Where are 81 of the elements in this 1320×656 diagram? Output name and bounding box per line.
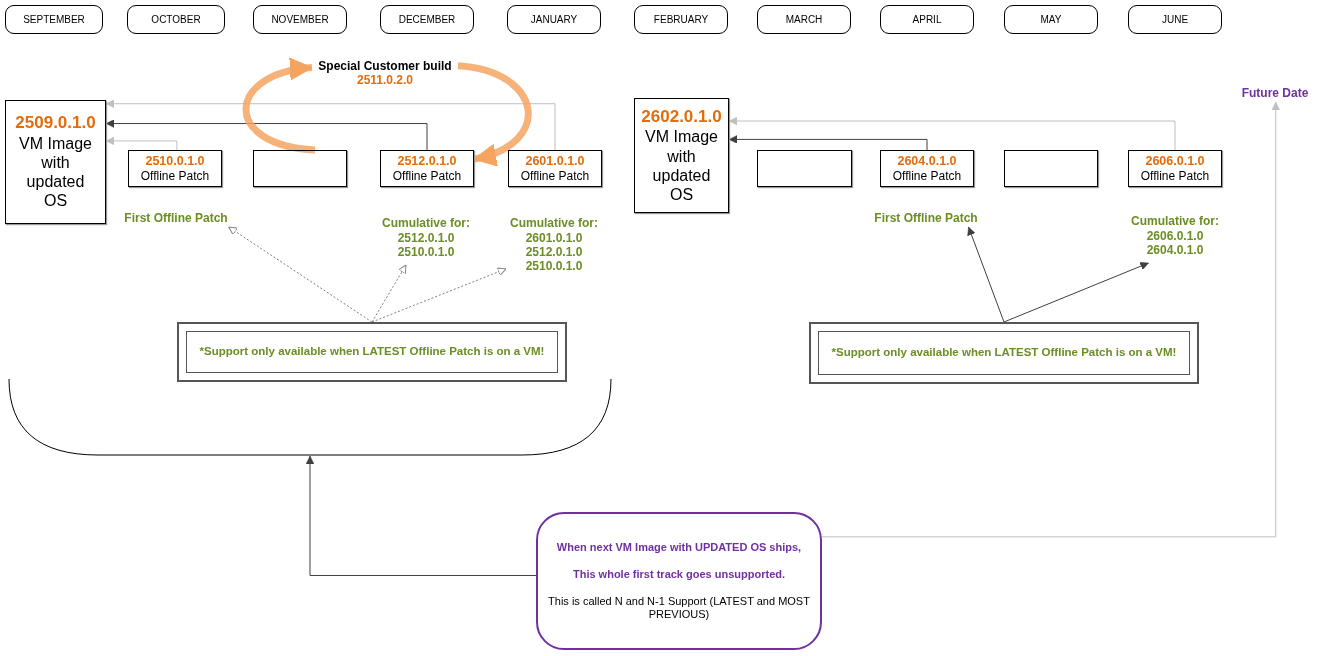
patch-box bbox=[1128, 150, 1222, 187]
dotted-arrow bbox=[371, 264, 407, 323]
empty-box bbox=[253, 150, 347, 187]
note-frame bbox=[809, 322, 1199, 384]
callout-text: Cumulative for: bbox=[1131, 214, 1219, 229]
connector-arrow bbox=[105, 136, 178, 151]
version-number: 2601.0.1.0 bbox=[525, 230, 583, 245]
connector-arrow bbox=[728, 116, 1176, 151]
patch-box bbox=[128, 150, 222, 187]
month-name: JUNE bbox=[1161, 13, 1189, 26]
month-name: OCTOBER bbox=[151, 13, 201, 26]
box-text: VM Image with updated OS bbox=[644, 127, 719, 205]
month-box bbox=[1128, 5, 1222, 34]
callout-text: Cumulative for: bbox=[382, 216, 470, 231]
box-text: Offline Patch bbox=[520, 168, 590, 184]
month-box bbox=[880, 5, 974, 34]
connector-arrow bbox=[1003, 262, 1150, 323]
note-box bbox=[536, 512, 822, 650]
connector-arrow bbox=[305, 455, 537, 576]
note-text: When next VM Image with UPDATED OS ships, bbox=[556, 540, 802, 554]
connector-arrow bbox=[105, 99, 556, 151]
note-text: This whole first track goes unsupported. bbox=[572, 567, 786, 581]
version-number: 2509.0.1.0 bbox=[15, 113, 96, 134]
month-name: MAY bbox=[1040, 13, 1062, 26]
month-box bbox=[507, 5, 601, 34]
dotted-arrow bbox=[371, 267, 507, 323]
month-box bbox=[253, 5, 347, 34]
note-text: *Support only available when LATEST Offline Patch is on a VM! bbox=[199, 345, 545, 359]
patch-box bbox=[880, 150, 974, 187]
month-name: FEBRUARY bbox=[653, 13, 709, 26]
dotted-arrow bbox=[228, 226, 373, 323]
empty-box bbox=[1004, 150, 1098, 187]
connector-arrow bbox=[728, 135, 928, 151]
version-number: 2510.0.1.0 bbox=[145, 153, 205, 169]
box-text: VM Image with updated OS bbox=[18, 133, 93, 211]
month-name: DECEMBER bbox=[398, 13, 456, 26]
version-number: 2601.0.1.0 bbox=[525, 153, 585, 169]
box-text: Offline Patch bbox=[392, 168, 462, 184]
version-number: 2510.0.1.0 bbox=[397, 245, 455, 260]
callout-text: Cumulative for: bbox=[510, 216, 598, 231]
month-box bbox=[127, 5, 225, 34]
callout-text: Future Date bbox=[1238, 84, 1312, 102]
version-number: 2512.0.1.0 bbox=[397, 230, 455, 246]
version-number: 2606.0.1.0 bbox=[1145, 153, 1205, 169]
month-name: APRIL bbox=[912, 13, 942, 26]
connector-arrow bbox=[967, 226, 1005, 323]
box-text: Offline Patch bbox=[140, 168, 210, 184]
connector-arrow bbox=[105, 119, 428, 151]
empty-box bbox=[757, 150, 852, 187]
version-number: 2604.0.1.0 bbox=[1146, 243, 1204, 258]
patch-box bbox=[508, 150, 602, 187]
version-number: 2602.0.1.0 bbox=[641, 106, 722, 128]
curved-arrow bbox=[457, 62, 532, 165]
month-box bbox=[757, 5, 851, 34]
month-name: MARCH bbox=[785, 13, 823, 26]
month-box bbox=[1004, 5, 1098, 34]
month-name: NOVEMBER bbox=[271, 13, 329, 26]
connector-arrow bbox=[821, 101, 1280, 538]
note-frame bbox=[177, 322, 567, 382]
version-number: 2512.0.1.0 bbox=[397, 153, 457, 169]
box-text: Offline Patch bbox=[892, 168, 962, 184]
curved-arrow bbox=[242, 59, 316, 154]
version-number: 2510.0.1.0 bbox=[525, 259, 583, 274]
patch-box bbox=[380, 150, 474, 187]
month-name: SEPTEMBER bbox=[23, 13, 85, 26]
month-name: JANUARY bbox=[530, 13, 578, 26]
version-number: 2512.0.1.0 bbox=[525, 245, 583, 260]
callout-text: First Offline Patch bbox=[870, 209, 982, 227]
version-number: 2604.0.1.0 bbox=[897, 153, 957, 169]
month-box bbox=[380, 5, 474, 34]
callout-text: First Offline Patch bbox=[120, 209, 232, 227]
note-text: This is called N and N-1 Support (LATEST and MOST PREVIOUS) bbox=[547, 595, 811, 622]
image-box bbox=[634, 98, 729, 213]
version-number: 2606.0.1.0 bbox=[1146, 228, 1204, 244]
version-number: 2511.0.2.0 bbox=[356, 73, 414, 88]
month-box bbox=[634, 5, 728, 34]
box-text: Offline Patch bbox=[1140, 168, 1210, 184]
note-text: *Support only available when LATEST Offline Patch is on a VM! bbox=[831, 346, 1177, 360]
month-box bbox=[5, 5, 103, 34]
image-box bbox=[5, 100, 106, 224]
callout-text: Special Customer build bbox=[318, 58, 452, 73]
